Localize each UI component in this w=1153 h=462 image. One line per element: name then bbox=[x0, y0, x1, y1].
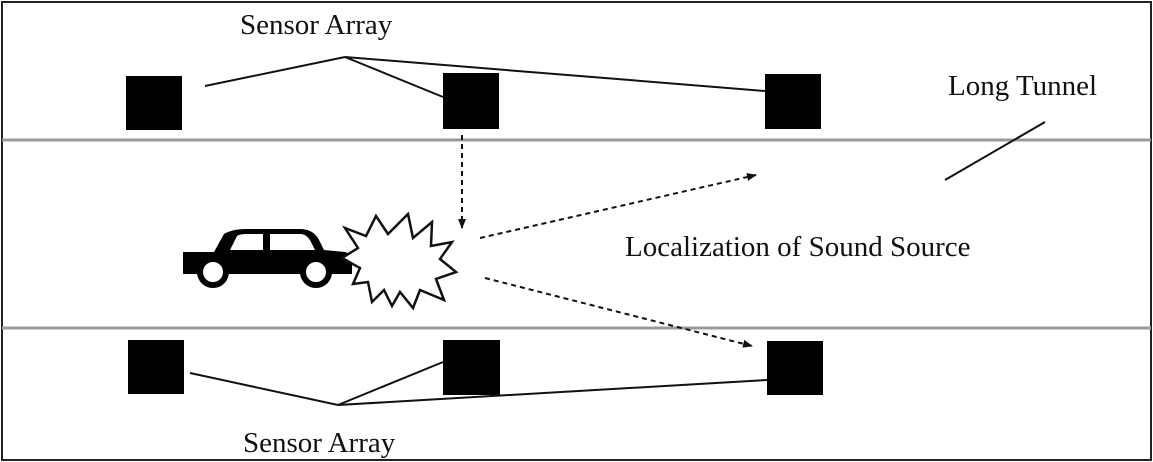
top-array-leaders bbox=[204, 56, 766, 98]
explosion-burst-icon bbox=[339, 211, 459, 311]
sensor-top-middle bbox=[443, 73, 499, 129]
bottom-array-leaders bbox=[189, 361, 768, 406]
sensor-bottom-left bbox=[128, 340, 184, 394]
sensor-bottom-middle bbox=[443, 340, 500, 395]
arrow-to-bottom-right-sensor bbox=[484, 277, 753, 348]
sensor-top-left bbox=[126, 76, 182, 130]
long-tunnel-leader bbox=[944, 121, 1046, 181]
sensor-bottom-right bbox=[767, 341, 823, 395]
long-tunnel-label: Long Tunnel bbox=[948, 70, 1097, 102]
arrow-to-top-right-sensor bbox=[479, 173, 757, 239]
sound-paths bbox=[458, 135, 757, 348]
sensor-top-right bbox=[765, 74, 821, 129]
car-icon bbox=[183, 229, 352, 288]
localization-label: Localization of Sound Source bbox=[625, 231, 971, 263]
sensor-array-top-label: Sensor Array bbox=[240, 9, 393, 41]
sensor-array-bottom-label: Sensor Array bbox=[243, 427, 396, 459]
